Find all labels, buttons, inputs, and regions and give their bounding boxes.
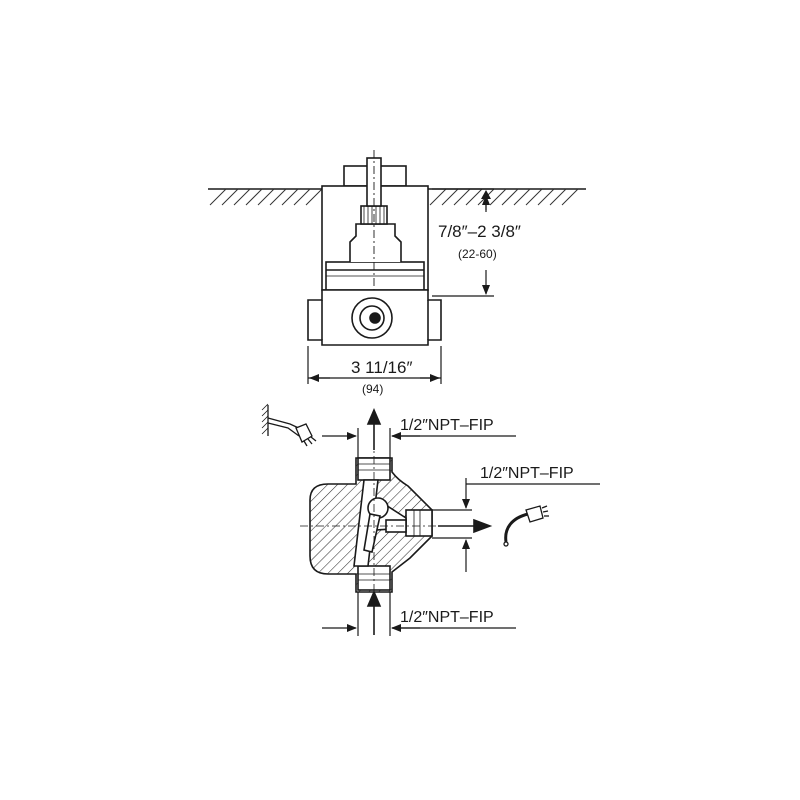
right-port-dimension [432, 478, 600, 572]
installation-box [321, 150, 429, 320]
depth-dimension [432, 188, 494, 297]
top-port-label: 1/2″NPT–FIP [400, 417, 494, 434]
hand-shower-icon [503, 505, 549, 547]
diverter-body-section [309, 457, 433, 593]
width-inch-label: 3 11/16″ [351, 358, 412, 377]
bottom-port-label: 1/2″NPT–FIP [400, 609, 494, 626]
right-port-label: 1/2″NPT–FIP [480, 465, 574, 482]
top-port-dimension [322, 428, 516, 458]
depth-mm-label: (22-60) [458, 247, 497, 261]
depth-inch-label: 7/8″–2 3/8″ [438, 222, 521, 241]
width-dimension [307, 346, 442, 384]
valve-body-top [307, 289, 442, 346]
bottom-port-dimension [322, 592, 516, 636]
width-mm-label: (94) [362, 382, 383, 396]
center-lines [300, 440, 442, 610]
flow-arrows [366, 407, 493, 635]
shower-arm-icon [261, 403, 317, 447]
